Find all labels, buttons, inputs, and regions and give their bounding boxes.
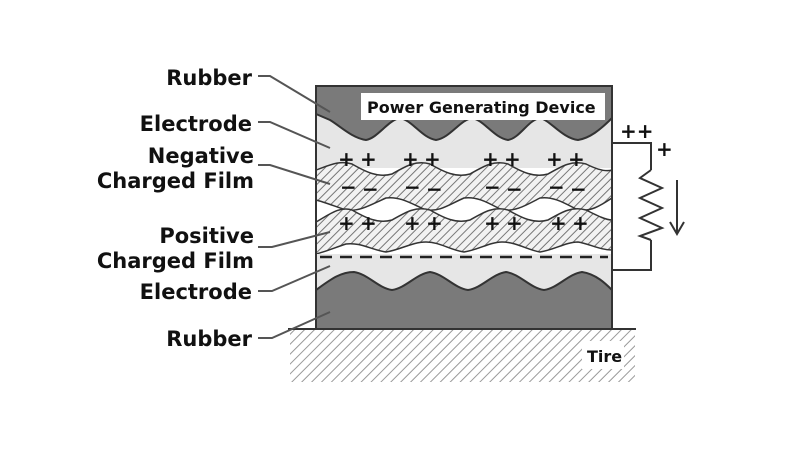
plus-sign: +	[402, 147, 419, 171]
plus-sign: +	[426, 211, 443, 235]
plus-sign: +	[482, 147, 499, 171]
lower-rubber-layer	[315, 270, 613, 330]
label-positive-film-line2: Charged Film	[97, 249, 254, 273]
upper-electrode-charges: + + + + + + + +	[338, 147, 585, 171]
plus-sign: +	[338, 211, 355, 235]
layer-labels: Rubber Electrode Negative Charged Film P…	[97, 66, 254, 351]
minus-sign: −	[570, 177, 587, 201]
plus-sign: +	[484, 211, 501, 235]
device-title: Power Generating Device	[367, 98, 596, 117]
leader-lines	[258, 75, 331, 339]
label-electrode-top: Electrode	[140, 112, 252, 136]
plus-sign: +	[360, 211, 377, 235]
minus-sign: −	[506, 177, 523, 201]
plus-sign: +	[424, 147, 441, 171]
label-rubber-bottom: Rubber	[166, 327, 252, 351]
circuit-charge-side: +	[656, 137, 673, 161]
current-arrow-icon	[669, 180, 685, 236]
plus-sign: +	[546, 147, 563, 171]
minus-sign: −	[404, 175, 421, 199]
circuit-wire-bottom	[612, 240, 652, 271]
plus-sign: +	[504, 147, 521, 171]
upper-electrode-layer	[316, 110, 612, 168]
circuit-charge-top: ++	[620, 119, 654, 143]
plus-sign: +	[550, 211, 567, 235]
lower-electrode-layer	[316, 254, 612, 290]
label-negative-film-line1: Negative	[148, 144, 254, 168]
positive-film-charges: + + + + + + + +	[338, 211, 589, 235]
circuit-wire-top	[612, 142, 652, 170]
plus-sign: +	[568, 147, 585, 171]
plus-sign: +	[572, 211, 589, 235]
label-electrode-bottom: Electrode	[140, 280, 252, 304]
device-title-box: Power Generating Device	[361, 93, 605, 120]
minus-sign: −	[362, 177, 379, 201]
minus-sign: −	[340, 175, 357, 199]
resistor-icon	[637, 169, 665, 241]
label-negative-film-line2: Charged Film	[97, 169, 254, 193]
negative-film-charges: − − − − − − − −	[340, 175, 587, 201]
plus-sign: +	[506, 211, 523, 235]
label-positive-film-line1: Positive	[159, 224, 254, 248]
external-circuit	[612, 142, 685, 271]
plus-sign: +	[360, 147, 377, 171]
plus-sign: +	[338, 147, 355, 171]
tire-label-box: Tire	[582, 341, 624, 369]
minus-sign: −	[426, 177, 443, 201]
minus-sign: −	[548, 175, 565, 199]
label-rubber-top: Rubber	[166, 66, 252, 90]
tire-label: Tire	[587, 347, 622, 366]
plus-sign: +	[404, 211, 421, 235]
minus-sign: −	[484, 175, 501, 199]
